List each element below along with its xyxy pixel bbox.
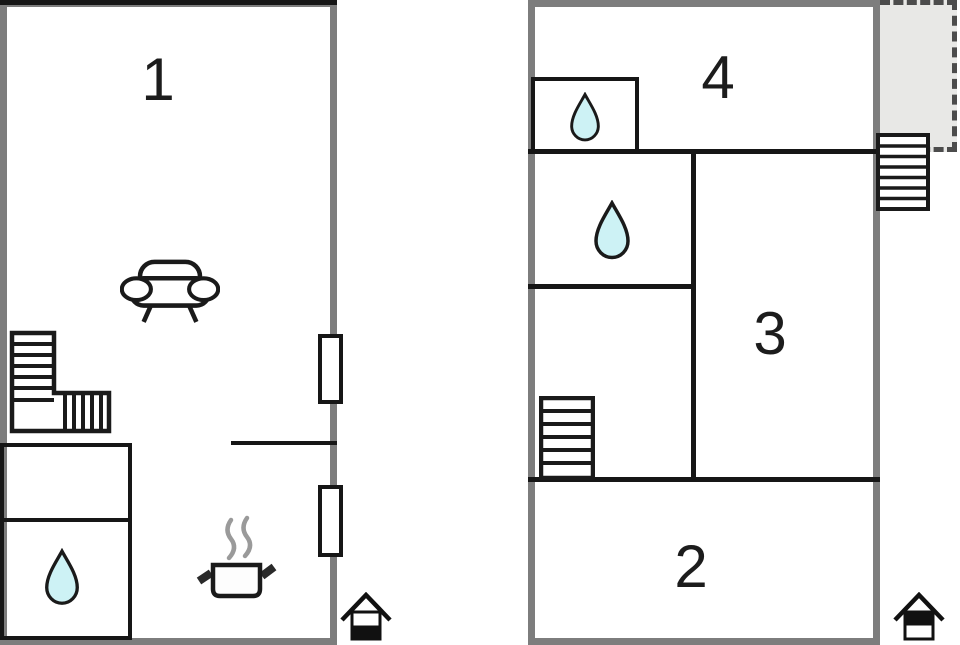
exterior-staircase-icon	[876, 133, 930, 211]
floor-level-indicator-ground-icon	[340, 592, 392, 641]
room-label-2: 2	[674, 533, 708, 600]
interior-wall	[691, 152, 696, 482]
l-staircase-icon	[9, 330, 112, 434]
bathroom-box	[0, 443, 132, 640]
floor-level-indicator-upper-icon	[893, 592, 945, 641]
interior-wall	[528, 477, 880, 482]
window	[318, 334, 343, 404]
water-drop-icon	[45, 548, 79, 605]
water-drop-icon	[594, 200, 630, 260]
interior-staircase-icon	[539, 396, 595, 480]
interior-wall	[0, 0, 337, 5]
interior-wall	[0, 518, 132, 522]
steam-icon	[225, 515, 253, 561]
cooking-pot-icon	[196, 515, 277, 599]
ground-floor-outline	[0, 0, 337, 645]
window	[318, 485, 343, 557]
terrace-area	[880, 0, 957, 152]
wc-box	[531, 77, 639, 154]
interior-wall	[528, 284, 696, 289]
room-label-4: 4	[701, 44, 735, 111]
water-drop-icon	[570, 92, 600, 142]
room-label-3: 3	[753, 300, 787, 367]
sofa-icon	[120, 259, 220, 323]
interior-wall	[231, 441, 337, 445]
interior-wall	[528, 149, 880, 154]
room-label-1: 1	[141, 46, 175, 113]
